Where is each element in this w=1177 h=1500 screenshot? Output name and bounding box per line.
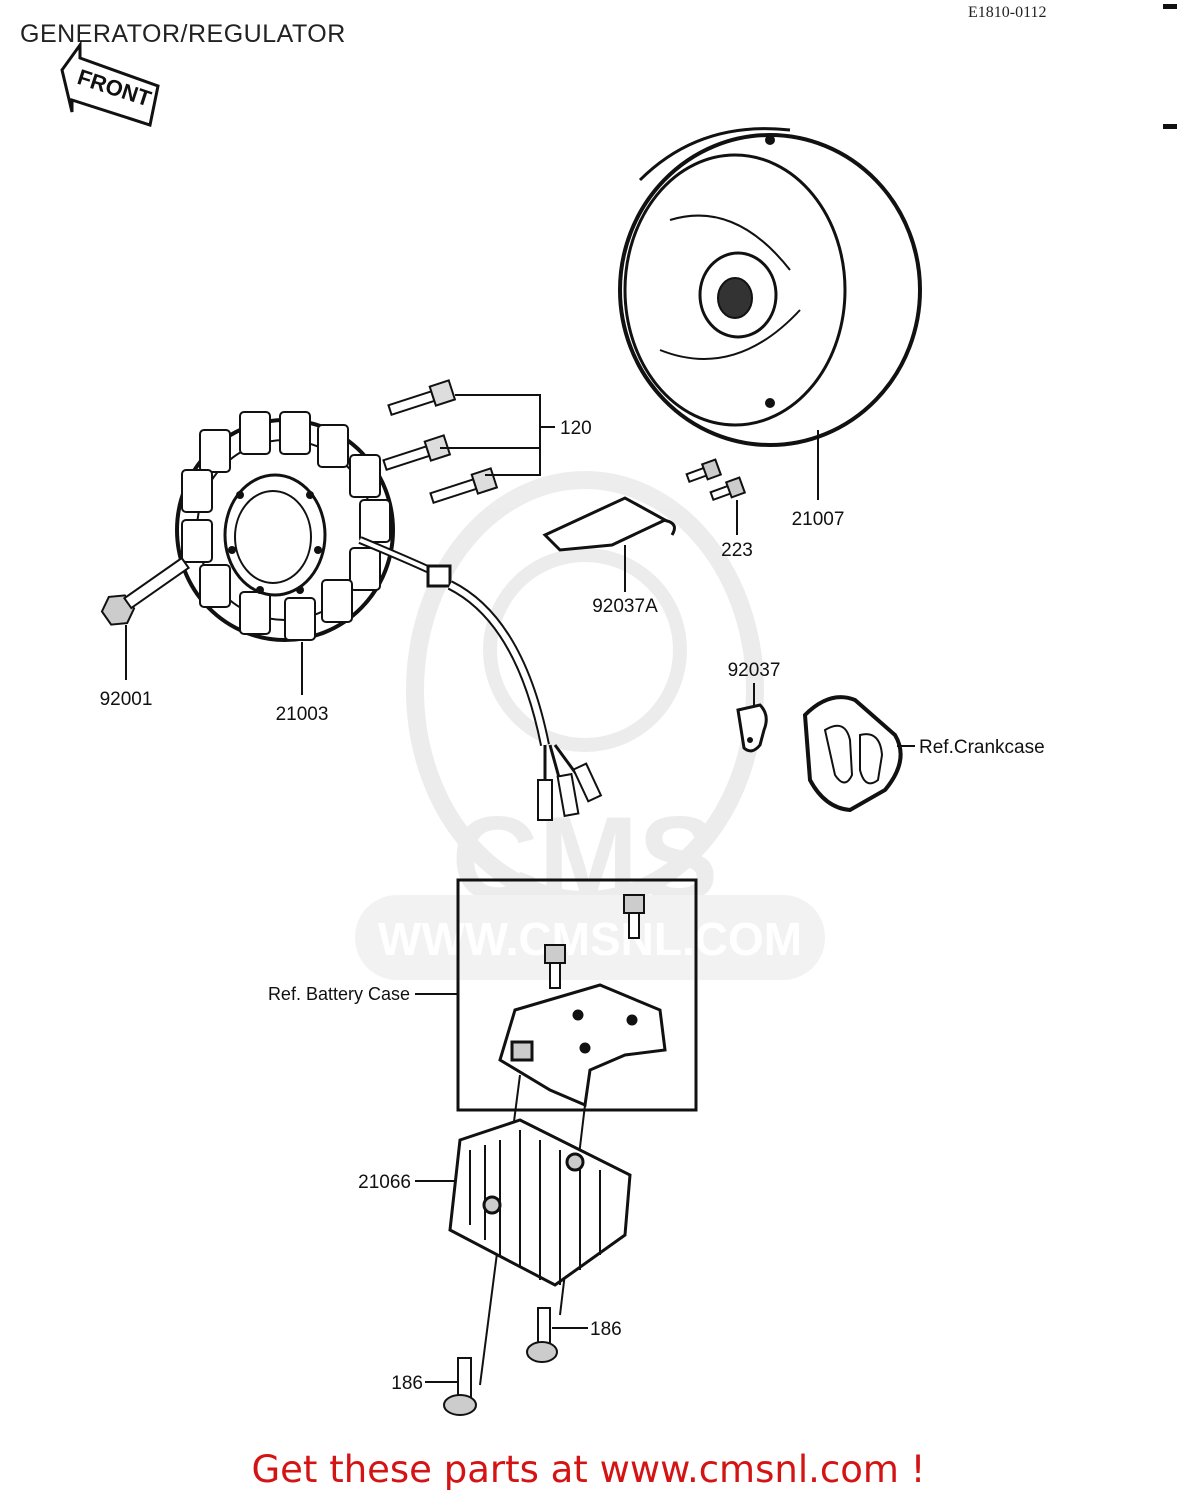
label-ref-crankcase: Ref.Crankcase: [919, 737, 1045, 758]
crankcase-cover: [802, 695, 903, 813]
footer-cta[interactable]: Get these parts at www.cmsnl.com !: [251, 1448, 926, 1491]
flywheel-part: [618, 127, 922, 447]
battery-bracket: [498, 983, 667, 1108]
diagram-code: E1810-0112: [968, 4, 1047, 21]
regulator-bolt-upper: [526, 1307, 558, 1363]
small-screws: [685, 458, 747, 502]
label-clamp-plate: 92037A: [592, 596, 658, 617]
bracket-bolts: [544, 894, 645, 989]
label-flywheel-bolt: 92001: [100, 689, 153, 710]
regulator-part: [448, 1118, 632, 1287]
regulator-bolt-lower: [443, 1357, 477, 1416]
stator-bolts: [382, 379, 499, 505]
clamp-plate: [542, 496, 676, 552]
label-regulator: 21066: [358, 1172, 411, 1193]
watermark-logo: CMS: [452, 792, 719, 926]
label-clamp: 92037: [728, 660, 781, 681]
front-arrow-icon: FRONT: [60, 40, 160, 127]
watermark-url: WWW.CMSNL.COM: [378, 913, 802, 965]
page-title: GENERATOR/REGULATOR: [20, 20, 346, 48]
label-small-screws: 223: [721, 540, 753, 561]
label-flywheel: 21007: [792, 509, 845, 530]
label-stator-bolts: 120: [560, 418, 592, 439]
stator-part: [175, 411, 395, 642]
clamp-part: [736, 703, 768, 753]
label-bolt-upper: 186: [590, 1319, 622, 1340]
flywheel-bolt: [100, 556, 191, 626]
wire-harness: [358, 536, 603, 821]
label-stator: 21003: [276, 704, 329, 725]
label-bolt-lower: 186: [391, 1373, 423, 1394]
label-ref-battery-case: Ref. Battery Case: [268, 984, 410, 1004]
